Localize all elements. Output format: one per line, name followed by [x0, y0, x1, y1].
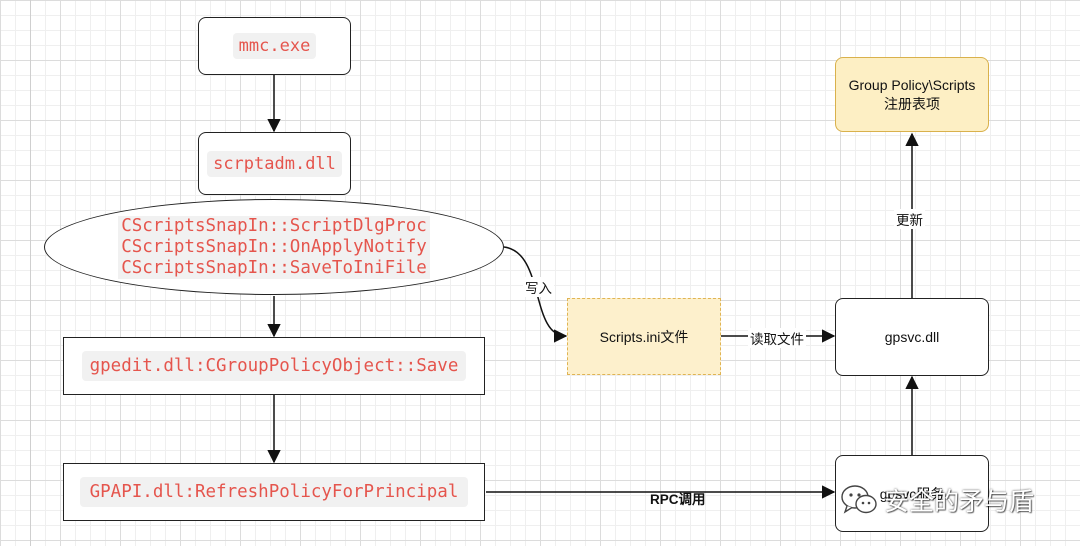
- node-scripts-ini: Scripts.ini文件: [567, 298, 721, 375]
- node-scripts-ini-label: Scripts.ini文件: [599, 328, 689, 345]
- node-gpsvc-service-label: gpsvc服务: [879, 485, 945, 502]
- edge-label-rpc-call: RPC调用: [650, 492, 706, 507]
- edge-label-read-file: 读取文件: [748, 328, 806, 348]
- node-scrptadm-dll: scrptadm.dll: [198, 132, 351, 195]
- canvas-edge: [30, 0, 31, 546]
- node-mmc-exe: mmc.exe: [198, 17, 351, 75]
- node-mmc-exe-label: mmc.exe: [232, 33, 317, 59]
- edge-label-write: 写入: [523, 277, 554, 297]
- method-on-apply-notify: CScriptsSnapIn::OnApplyNotify: [118, 236, 430, 258]
- method-script-dlg-proc: CScriptsSnapIn::ScriptDlgProc: [118, 215, 430, 237]
- node-gpapi-refresh: GPAPI.dll:RefreshPolicyForPrincipal: [63, 463, 485, 521]
- watermark: 安全的矛与盾: [840, 482, 1034, 518]
- node-registry-key-text: Group Policy\Scripts 注册表项: [849, 76, 976, 114]
- edge-label-update: 更新: [894, 209, 925, 229]
- wechat-icon: [841, 485, 877, 514]
- node-gpapi-refresh-label: GPAPI.dll:RefreshPolicyForPrincipal: [79, 477, 469, 507]
- node-scrptadm-dll-label: scrptadm.dll: [207, 150, 342, 177]
- node-registry-key-line1: Group Policy\Scripts: [848, 76, 976, 93]
- node-gpsvc-dll-label: gpsvc.dll: [884, 329, 940, 345]
- node-registry-key: Group Policy\Scripts 注册表项: [835, 57, 989, 132]
- node-gpedit-save-label: gpedit.dll:CGroupPolicyObject::Save: [81, 351, 467, 381]
- method-save-to-ini-file: CScriptsSnapIn::SaveToIniFile: [118, 257, 430, 279]
- watermark-text: 安全的矛与盾: [884, 487, 1035, 516]
- node-snapin-methods: CScriptsSnapIn::ScriptDlgProc CScriptsSn…: [44, 199, 504, 295]
- node-gpsvc-dll: gpsvc.dll: [835, 298, 989, 376]
- node-registry-key-line2: 注册表项: [883, 95, 940, 112]
- node-gpedit-save: gpedit.dll:CGroupPolicyObject::Save: [63, 337, 485, 395]
- snapin-methods-text: CScriptsSnapIn::ScriptDlgProc CScriptsSn…: [118, 215, 430, 279]
